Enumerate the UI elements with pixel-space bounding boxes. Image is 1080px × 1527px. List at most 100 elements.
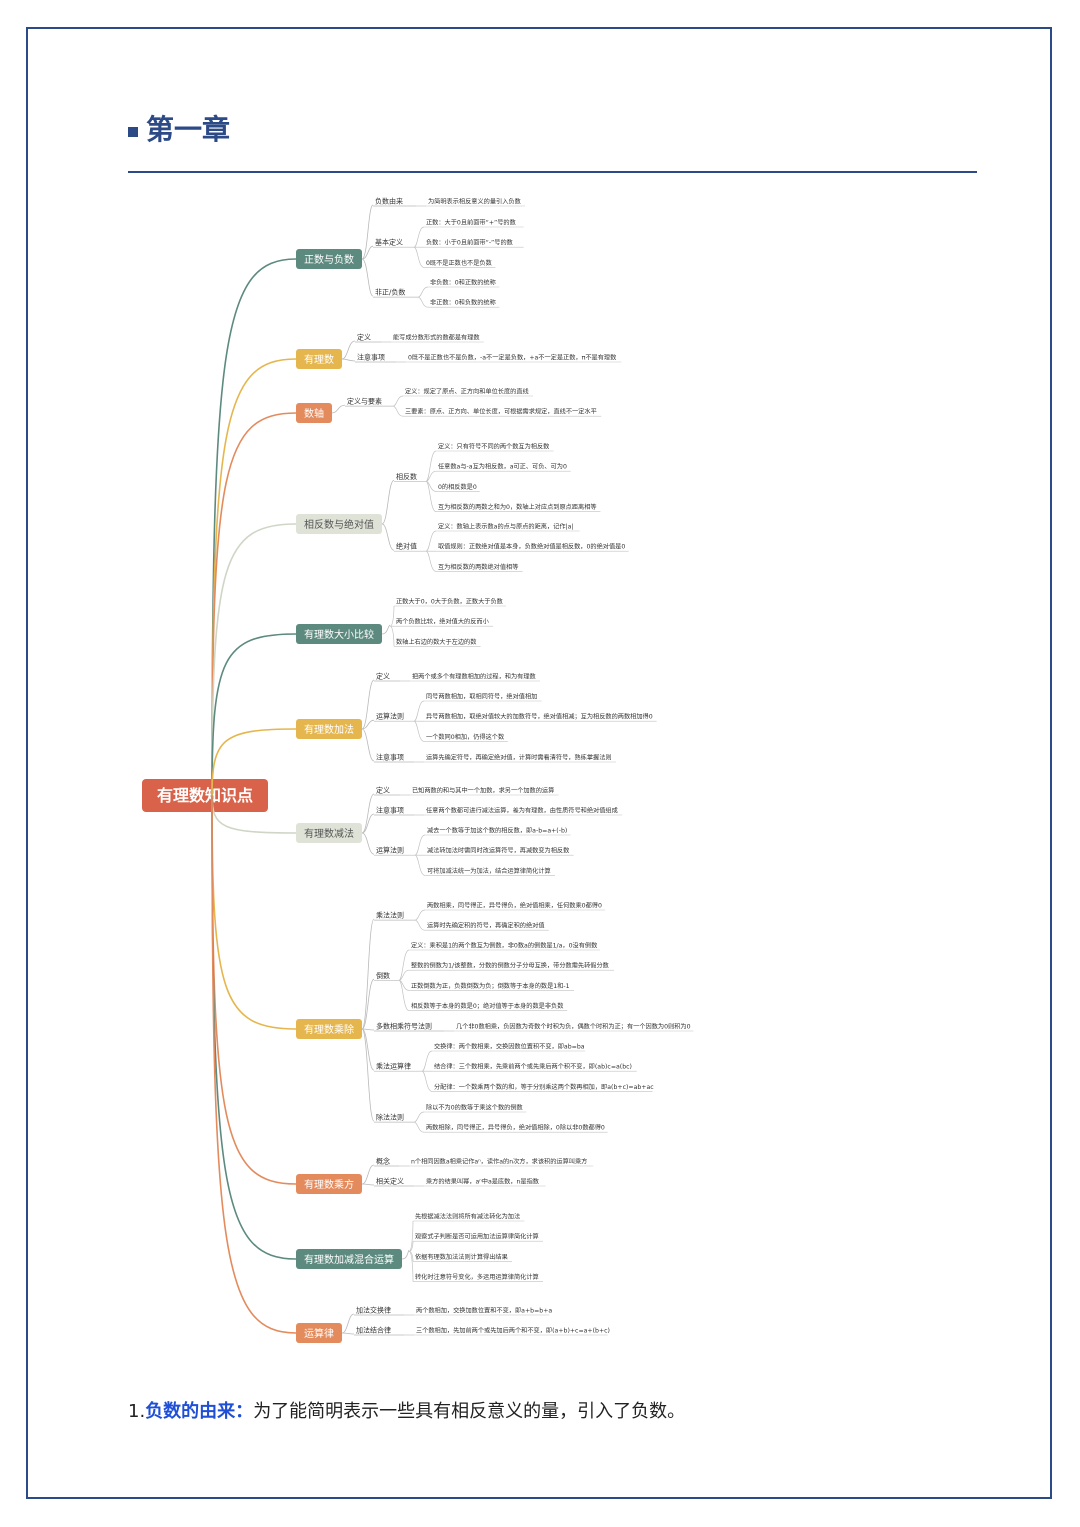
branch-node <box>296 1249 402 1269</box>
branch-label: 有理数加法 <box>304 723 354 736</box>
sub-connector <box>361 719 375 730</box>
branch-connector <box>211 258 297 796</box>
sub-connector <box>381 624 391 635</box>
sub-label: 加法交换律 <box>356 1306 391 1315</box>
leaf-connector <box>413 700 425 722</box>
leaf-label: 任意两个数都可进行减法运算，差为有理数，由性质符号和绝对值组成 <box>426 807 618 815</box>
root-label: 有理数知识点 <box>157 786 253 805</box>
leaf-label: 三个数相加，先加前两个或先加后两个和不变，即(a+b)+c=a+(b+c) <box>416 1327 610 1335</box>
branch-label: 有理数 <box>304 353 334 366</box>
sub-label: 除法法则 <box>376 1113 404 1122</box>
leaf-label: 互为相反数的两数之和为0，数轴上对应点到原点距离相等 <box>438 503 597 511</box>
leaf-label: 先根据减法法则将所有减法转化为加法 <box>415 1213 520 1221</box>
sub-label: 注意事项 <box>376 753 404 762</box>
leaf-label: 定义：只有符号不同的两个数互为相反数 <box>438 443 550 451</box>
leaf-label: 两数相乘，同号得正，异号得负，绝对值相乘，任何数乘0都得0 <box>427 902 602 910</box>
leaf-label: 分配律：一个数乘两个数的和，等于分别乘这两个数再相加，即a(b+c)=ab+ac <box>434 1083 654 1091</box>
sub-connector <box>341 1332 355 1335</box>
sub-connector <box>361 1164 375 1185</box>
intro-text: 为了能简明表示一些具有相反意义的量，引入了负数。 <box>253 1401 686 1422</box>
leaf-label: 0的相反数是0 <box>438 483 477 491</box>
leaf-connector <box>413 1121 425 1133</box>
branch-connector <box>211 633 297 796</box>
leaf-label: 数轴上右边的数大于左边的数 <box>396 638 477 646</box>
leaf-connector <box>413 246 425 268</box>
branch-node <box>296 349 342 369</box>
leaf-connector <box>413 1111 425 1123</box>
leaf-label: 几个非0数相乘，负因数为奇数个时积为负，偶数个时积为正；有一个因数为0则积为0 <box>456 1023 691 1031</box>
branch-label: 有理数减法 <box>304 827 354 840</box>
leaf-connector <box>398 949 410 981</box>
leaf-label: 正数：大于0且前面带“+”号的数 <box>426 219 517 227</box>
sub-connector <box>361 204 374 260</box>
branch-connector <box>211 795 297 1185</box>
sub-connector <box>361 918 375 1030</box>
branch-node <box>296 1323 342 1343</box>
leaf-connector <box>413 226 425 248</box>
leaf-connector <box>425 480 437 512</box>
sub-label: 多数相乘符号法则 <box>376 1022 432 1031</box>
sub-label: 加法结合律 <box>356 1326 391 1335</box>
leaf-label: 非正数：0和负数的统称 <box>430 299 496 307</box>
chapter-heading: 第一章 <box>128 108 230 148</box>
branch-node <box>296 514 382 534</box>
leaf-connector <box>425 470 437 482</box>
branch-node <box>296 823 362 843</box>
leaf-connector <box>389 625 395 647</box>
sub-connector <box>341 340 356 360</box>
leaf-label: 正数大于0，0大于负数，正数大于负数 <box>396 598 504 606</box>
branch-node <box>296 719 362 739</box>
page-frame <box>26 27 1052 1499</box>
branch-connector <box>211 795 297 1334</box>
leaf-connector <box>408 1220 414 1252</box>
leaf-connector <box>408 1250 414 1282</box>
leaf-label: 定义：乘积是1的两个数互为倒数，非0数a的倒数是1/a，0没有倒数 <box>411 942 598 950</box>
intro-number: 1. <box>128 1401 146 1422</box>
leaf-connector <box>414 919 426 931</box>
leaf-label: 结合律：三个数相乘，先乘前两个或先乘后两个积不变，即(ab)c=a(bc) <box>434 1063 632 1071</box>
leaf-connector <box>398 969 410 981</box>
leaf-label: 整数的倒数为1/该整数，分数的倒数分子分母互换，带分数需先转假分数 <box>411 962 610 970</box>
chapter-title: 第一章 <box>146 113 231 146</box>
sub-connector <box>361 1028 375 1031</box>
leaf-connector <box>414 909 426 921</box>
sub-connector <box>381 523 395 551</box>
leaf-label: 任意数a与-a互为相反数，a可正、可负、可为0 <box>438 463 567 471</box>
leaf-label: 依据有理数加法法则计算得出结果 <box>415 1253 508 1261</box>
sub-connector <box>361 793 375 834</box>
sub-label: 定义 <box>376 786 390 795</box>
leaf-connector <box>398 979 410 1011</box>
leaf-label: 互为相反数的两数绝对值相等 <box>438 563 518 571</box>
leaf-label: 减法转加法时需同时改运算符号，再减数变为相反数 <box>427 847 570 855</box>
leaf-label: 定义：数轴上表示数a的点与原点的距离，记作|a| <box>438 523 574 531</box>
leaf-connector <box>414 854 426 876</box>
leaf-connector <box>413 720 425 742</box>
sub-connector <box>341 1313 355 1334</box>
intro-paragraph: 1.负数的由来：为了能简明表示一些具有相反意义的量，引入了负数。 <box>128 1397 685 1423</box>
branch-label: 相反数与绝对值 <box>304 518 374 531</box>
sub-connector <box>361 978 375 1030</box>
sub-connector <box>381 479 395 525</box>
heading-divider <box>128 171 977 173</box>
branch-label: 有理数乘除 <box>304 1023 354 1036</box>
sub-label: 定义 <box>376 672 390 681</box>
leaf-label: 乘方的结果叫幂，aⁿ中a是底数，n是指数 <box>426 1178 540 1186</box>
sub-connector <box>361 728 375 762</box>
sub-label: 相反数 <box>396 472 417 481</box>
sub-label: 注意事项 <box>357 353 385 362</box>
leaf-label: 0既不是正数也不是负数，-a不一定是负数，+a不一定是正数，π不是有理数 <box>408 354 617 362</box>
leaf-connector <box>421 1070 433 1092</box>
leaf-connector <box>392 405 404 417</box>
leaf-label: 三要素：原点、正方向、单位长度，可根据需求规定，直线不一定水平 <box>405 408 597 416</box>
leaf-label: 非负数：0和正数的统称 <box>430 279 496 287</box>
leaf-label: 相反数等于本身的数是0；绝对值等于本身的数是非负数 <box>411 1002 564 1010</box>
sub-label: 非正/负数 <box>375 288 405 297</box>
sub-label: 绝对值 <box>396 542 417 551</box>
leaf-connector <box>417 286 429 298</box>
branch-node <box>296 1174 362 1194</box>
leaf-label: 一个数同0相加，仍得这个数 <box>426 733 505 741</box>
branch-label: 有理数乘方 <box>304 1178 354 1191</box>
sub-connector <box>331 404 346 414</box>
leaf-label: 可将加减法统一为加法，结合运算律简化计算 <box>427 867 551 875</box>
